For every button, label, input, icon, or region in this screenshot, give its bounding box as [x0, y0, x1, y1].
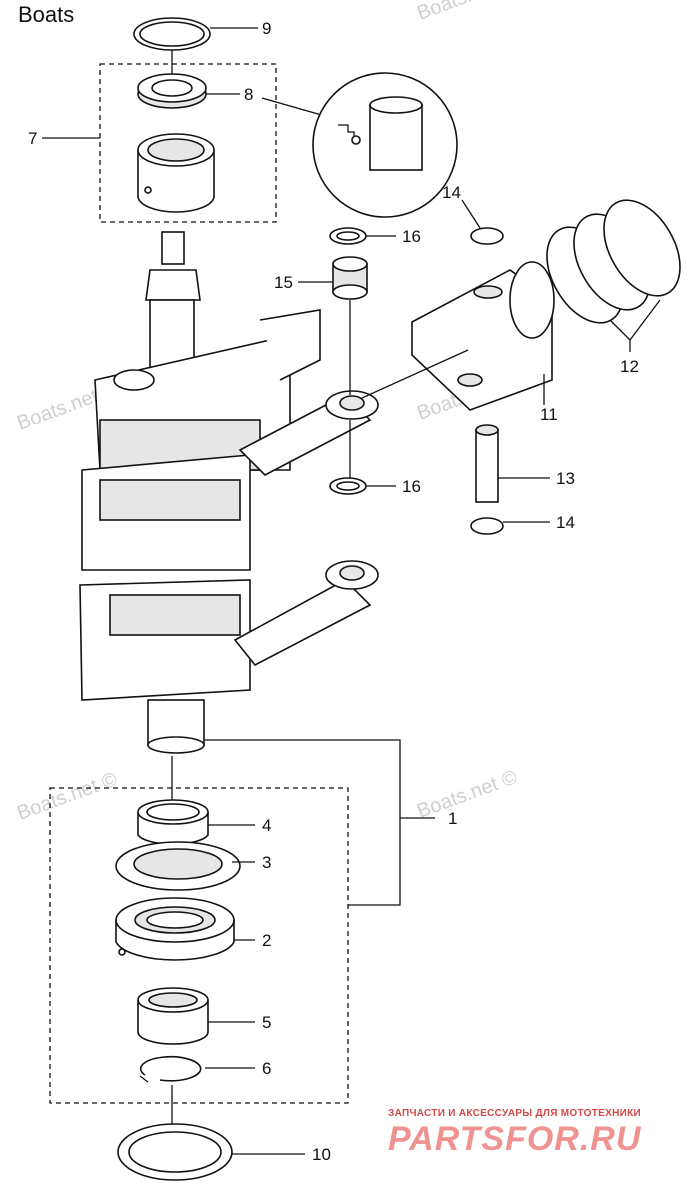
detail-magnifier	[312, 72, 458, 218]
part-3-washer	[115, 841, 241, 891]
callout-14-bottom: 14	[556, 513, 575, 532]
connecting-rod-lower	[233, 560, 379, 667]
callout-2: 2	[262, 931, 271, 950]
callout-12: 12	[620, 357, 639, 376]
group-7-box	[99, 63, 277, 223]
callout-4: 4	[262, 816, 271, 835]
part-6-snap-ring	[139, 1055, 202, 1083]
part-13-piston-pin	[475, 424, 499, 503]
callout-1: 1	[448, 809, 457, 828]
connecting-rod-upper	[238, 390, 379, 476]
lower-group-box	[49, 787, 349, 1104]
part-4-sleeve	[137, 799, 209, 845]
group-7-bearing	[137, 133, 215, 213]
callout-16-bottom: 16	[402, 477, 421, 496]
part-16-washer-top	[329, 227, 367, 245]
callout-15: 15	[274, 273, 293, 292]
callout-10: 10	[312, 1145, 331, 1164]
part-2-ball-bearing	[115, 897, 235, 961]
callout-6: 6	[262, 1059, 271, 1078]
part-14-circlip-bottom	[470, 517, 504, 535]
part-11-piston	[411, 261, 555, 411]
part-10-ring	[117, 1123, 233, 1181]
footer-tagline: ЗАПЧАСТИ И АКСЕССУАРЫ ДЛЯ МОТОТЕХНИКИ	[388, 1108, 641, 1119]
watermark-corner: Boats	[18, 2, 74, 27]
callout-9: 9	[262, 19, 271, 38]
callout-5: 5	[262, 1013, 271, 1032]
part-16-washer-bottom	[329, 477, 367, 495]
watermark: Boats.net ©	[414, 766, 520, 823]
part-14-circlip-top	[470, 227, 504, 245]
callout-3: 3	[262, 853, 271, 872]
callout-7: 7	[28, 129, 37, 148]
part-8-seal	[137, 73, 207, 109]
part-5-bushing	[137, 987, 209, 1045]
watermark: Boats.net ©	[14, 768, 120, 825]
part-9-oring	[133, 17, 211, 51]
crankshaft	[79, 231, 321, 754]
callout-16-top: 16	[402, 227, 421, 246]
watermark: Boats.net ©	[414, 0, 520, 25]
callout-8: 8	[244, 85, 253, 104]
footer-brand: PARTSFOR.RU	[388, 1120, 642, 1158]
callout-14-top: 14	[442, 183, 461, 202]
callout-11: 11	[540, 405, 558, 424]
part-12-piston-rings	[546, 199, 681, 324]
callout-13: 13	[556, 469, 575, 488]
part-15-needle-bearing	[332, 256, 368, 300]
